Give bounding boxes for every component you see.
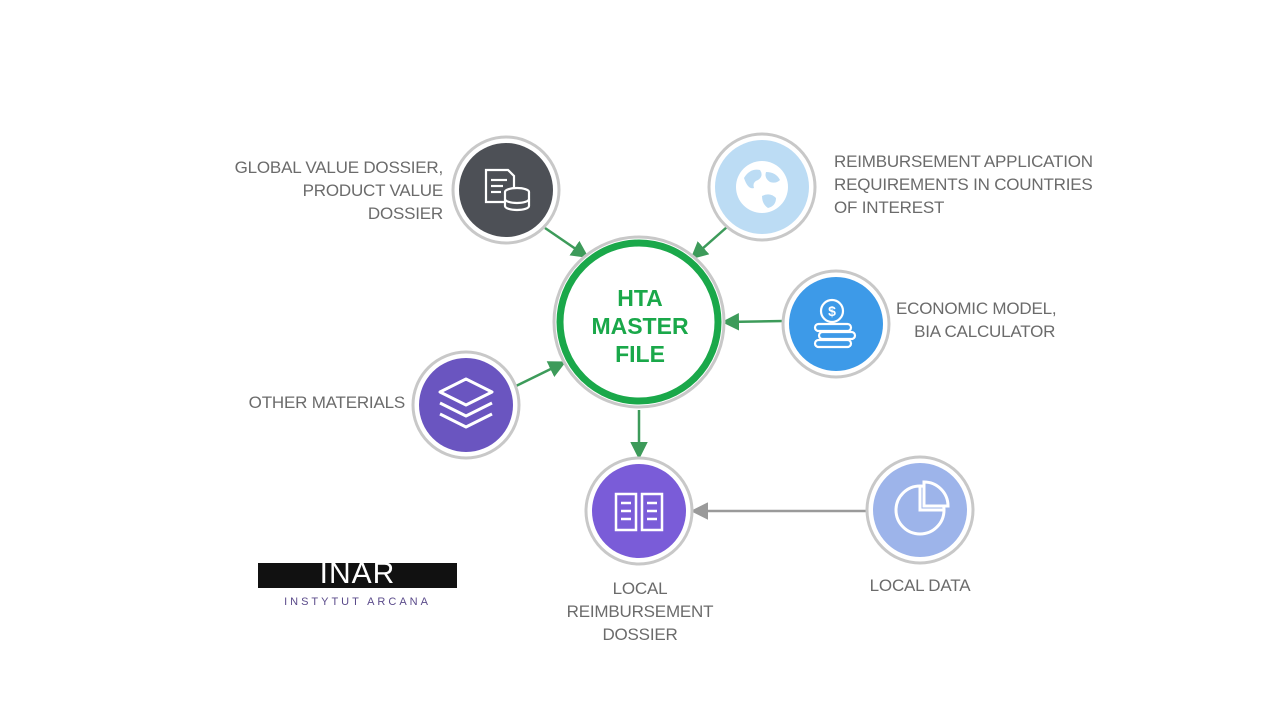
- logo-name: INAR: [319, 557, 396, 590]
- local-data-node: [865, 455, 975, 565]
- local-reimbursement-dossier-node: [584, 456, 694, 566]
- economic-model-label: ECONOMIC MODEL, BIA CALCULATOR: [896, 299, 1057, 341]
- reimbursement-requirements-label: REIMBURSEMENT APPLICATION REQUIREMENTS I…: [834, 152, 1093, 217]
- svg-text:$: $: [828, 303, 836, 319]
- globe-icon: [736, 161, 788, 213]
- logo: [258, 563, 457, 588]
- global-value-dossier-node: [451, 135, 561, 245]
- arrow-other-to-center: [515, 361, 567, 388]
- other-materials-node: [411, 350, 521, 460]
- arrow-global-to-center: [544, 226, 589, 258]
- document-database-icon: [484, 168, 531, 212]
- local-data-label: LOCAL DATA: [869, 576, 971, 595]
- arrow-reimbursement-to-center: [690, 226, 728, 260]
- global-value-dossier-label: GLOBAL VALUE DOSSIER, PRODUCT VALUE DOSS…: [234, 158, 444, 223]
- other-materials-label: OTHER MATERIALS: [248, 393, 406, 412]
- hta-master-file-node: [552, 235, 726, 409]
- hta-master-file-label: HTA MASTER FILE: [591, 285, 689, 367]
- local-reimbursement-dossier-label: LOCAL REIMBURSEMENT DOSSIER: [566, 579, 714, 644]
- coins-icon: $: [813, 298, 857, 349]
- logo-subtitle: INSTYTUT ARCANA: [284, 596, 431, 608]
- reimbursement-requirements-node: [707, 132, 817, 242]
- economic-model-node: $: [781, 269, 891, 379]
- layers-icon: [438, 377, 494, 429]
- arrow-economic-to-center: [721, 313, 785, 331]
- pie-chart-icon: [894, 480, 950, 536]
- open-book-icon: [614, 492, 664, 532]
